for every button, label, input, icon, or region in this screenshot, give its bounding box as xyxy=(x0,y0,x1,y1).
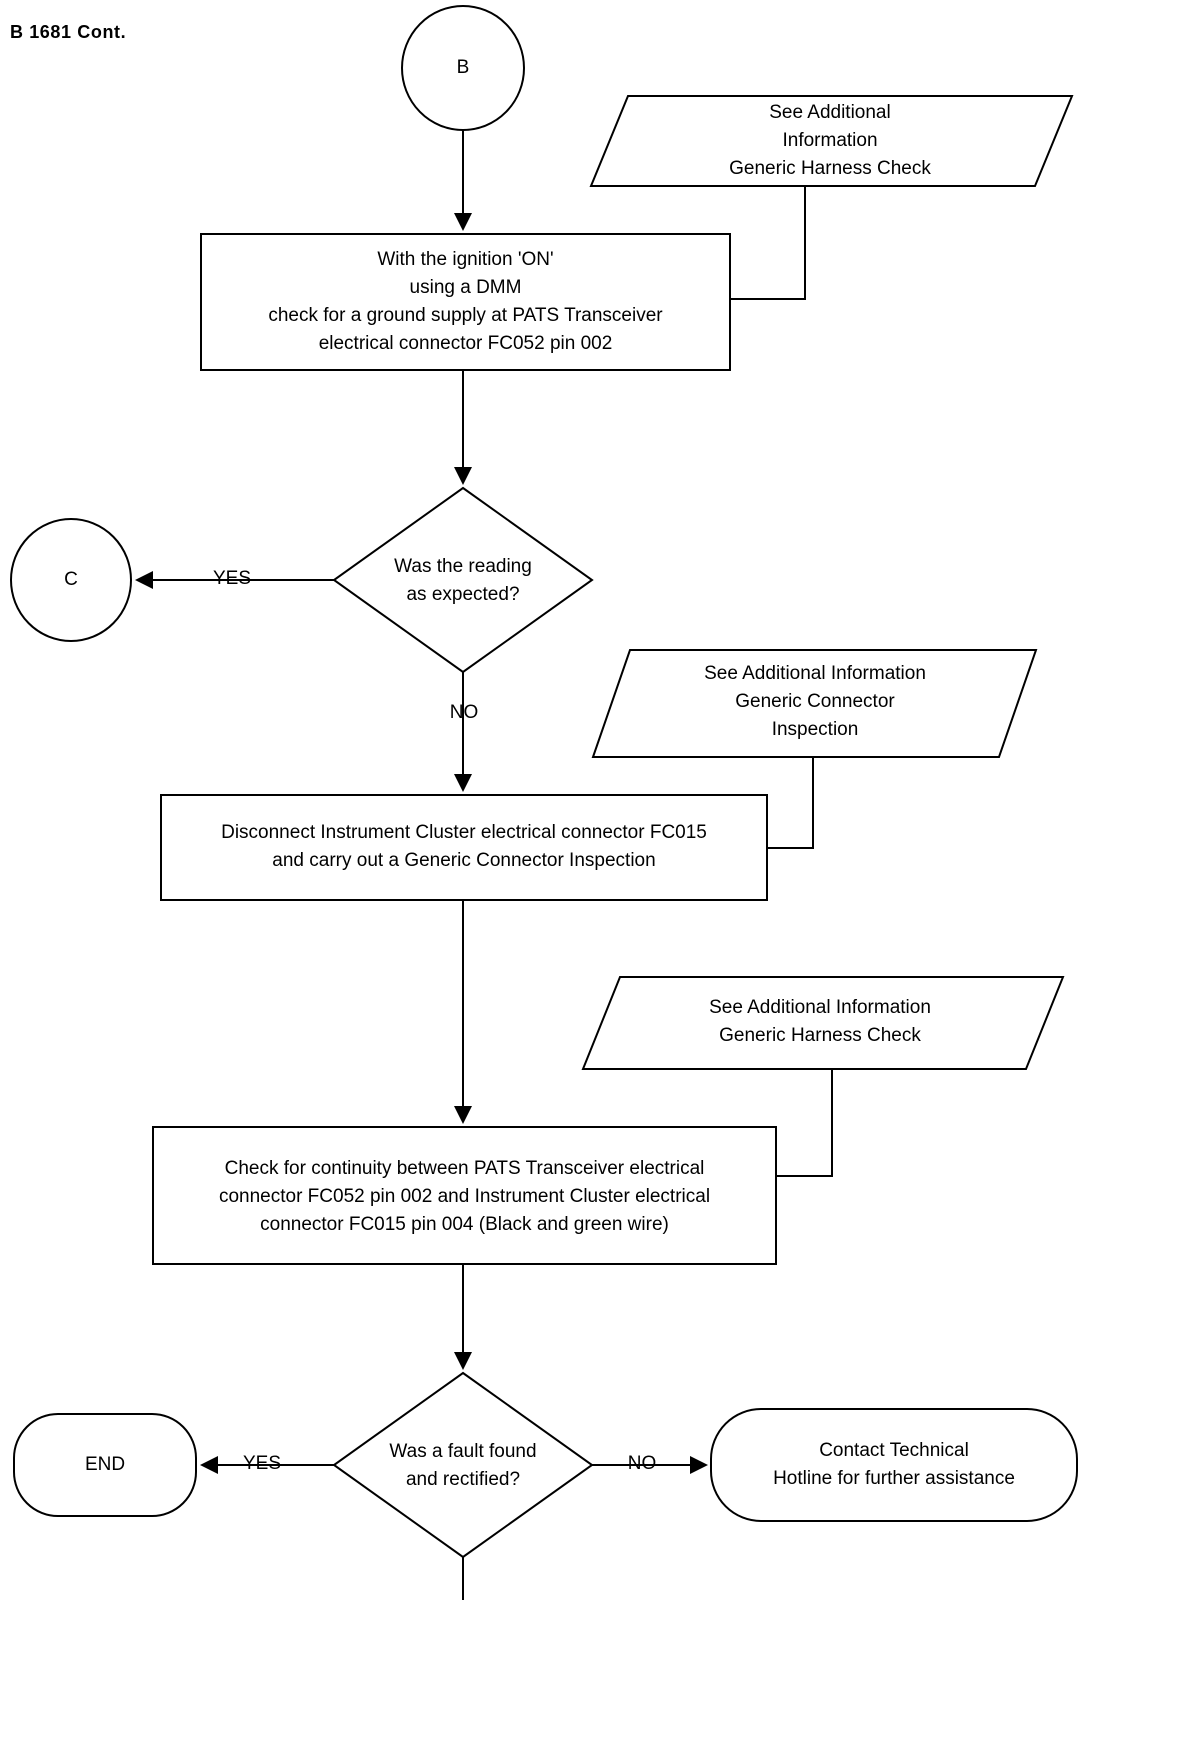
page-title: B 1681 Cont. xyxy=(10,22,127,42)
note-harness-1-shape xyxy=(589,95,1074,187)
decision-fault-shape xyxy=(332,1371,594,1559)
edge-note1-to-ignition xyxy=(731,186,806,300)
edge-note2-to-disconnect xyxy=(768,757,814,849)
connector-b-shape xyxy=(401,5,525,131)
edge-label-yes-fault: YES xyxy=(242,1453,282,1474)
note-harness-2-shape xyxy=(581,976,1065,1070)
process-continuity-shape xyxy=(152,1126,777,1265)
connector-c-shape xyxy=(10,518,132,642)
edge-label-yes-reading: YES xyxy=(212,568,252,589)
edge-label-no-reading: NO xyxy=(449,702,479,723)
edge-note3-to-continuity xyxy=(777,1069,833,1177)
process-ignition-shape xyxy=(200,233,731,371)
end-terminator-shape xyxy=(13,1413,197,1517)
decision-reading-shape xyxy=(332,486,594,674)
contact-hotline-shape xyxy=(710,1408,1078,1522)
edge-label-no-fault: NO xyxy=(627,1453,657,1474)
process-disconnect-shape xyxy=(160,794,768,901)
note-connector-shape xyxy=(591,649,1038,758)
